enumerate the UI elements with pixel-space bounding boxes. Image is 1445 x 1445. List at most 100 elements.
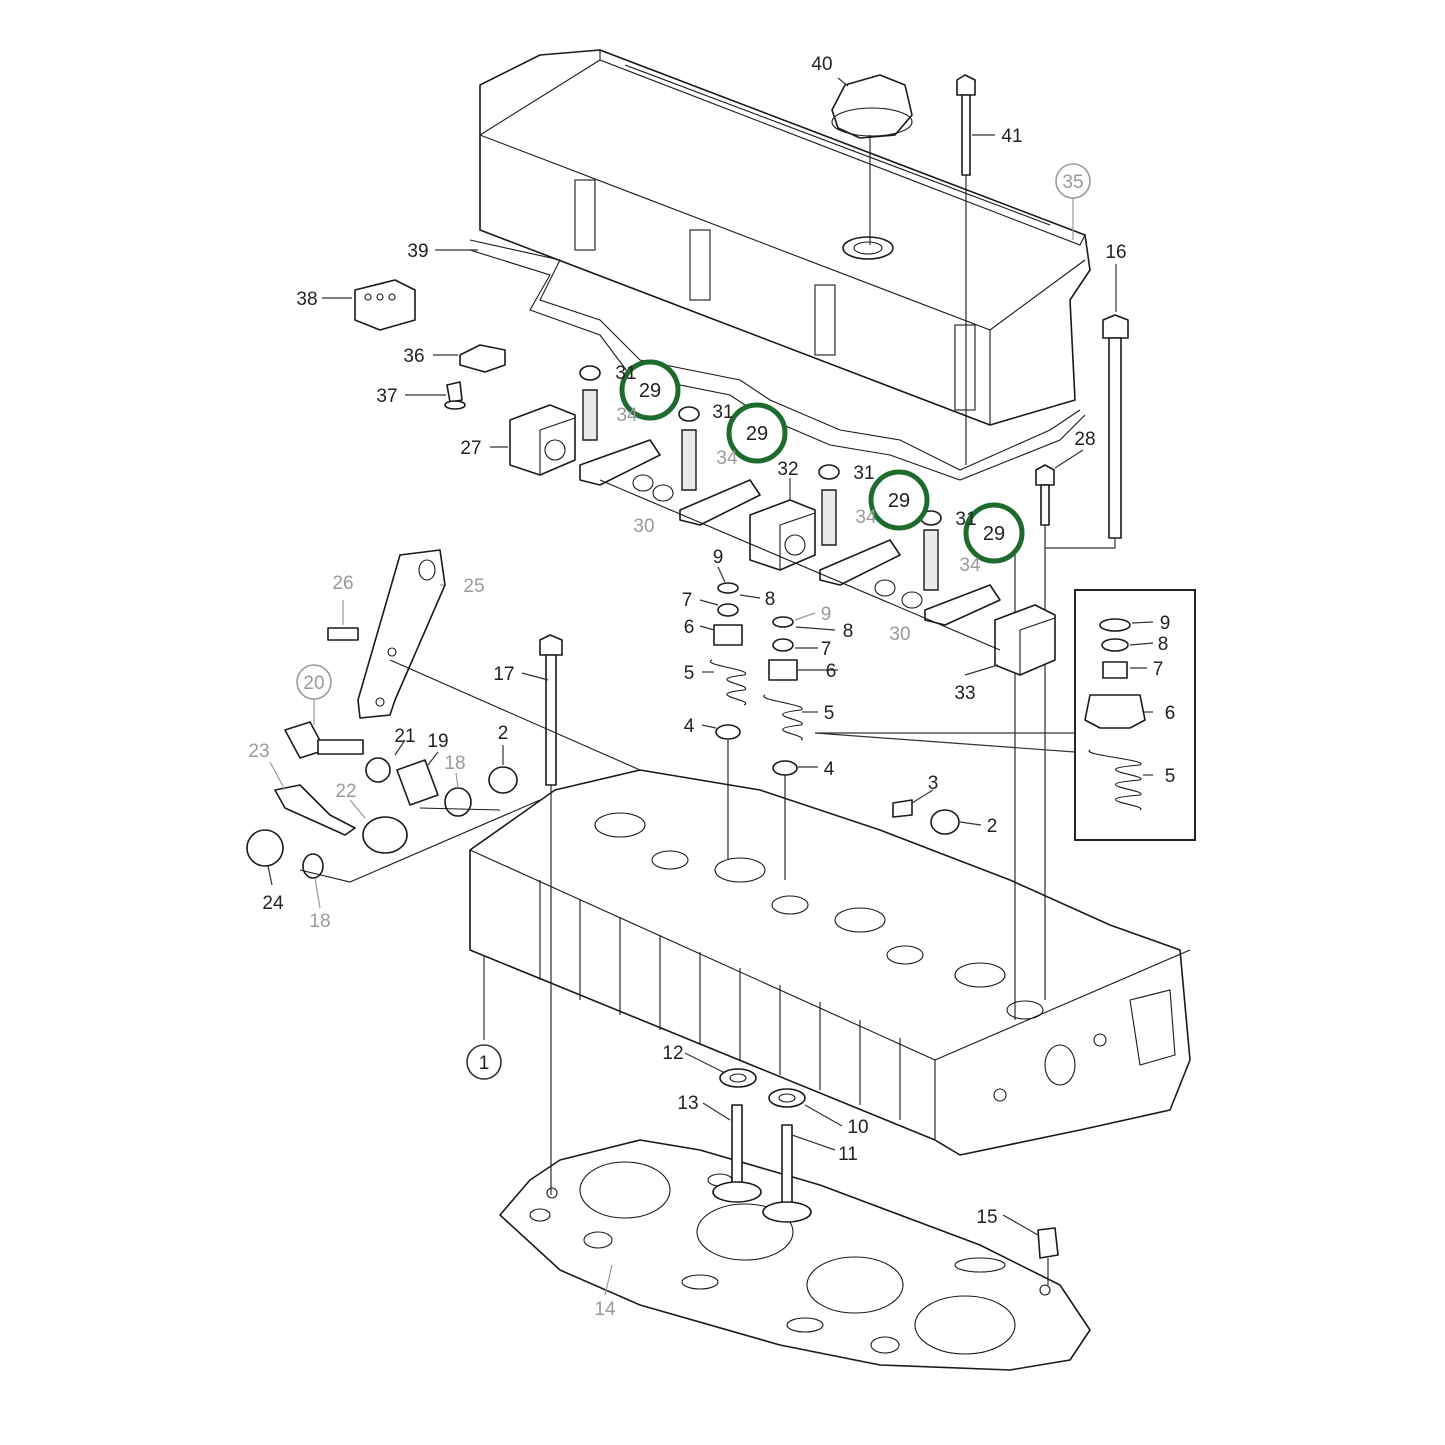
callout-25: 25: [463, 576, 484, 597]
callout-number: 38: [296, 289, 317, 310]
callout-14: 14: [594, 1299, 616, 1320]
callout-30: 30: [633, 516, 654, 537]
callout-6: 6: [1165, 703, 1176, 724]
callout-number: 8: [843, 621, 854, 642]
callout-number: 33: [954, 683, 975, 704]
callout-number: 8: [765, 589, 776, 610]
callout-number: 21: [394, 726, 415, 747]
callout-number: 26: [332, 573, 353, 594]
callout-2: 2: [498, 723, 509, 744]
callout-24: 24: [262, 893, 284, 914]
callout-6: 6: [684, 617, 695, 638]
valve-springs: [709, 582, 803, 880]
callout-number: 18: [444, 753, 465, 774]
callout-15: 15: [976, 1207, 997, 1228]
callout-number: 9: [1160, 613, 1171, 634]
small-parts: [354, 279, 1059, 1285]
callout-number: 29: [983, 523, 1005, 545]
spring-detail-inset: [814, 589, 1196, 841]
callout-18: 18: [444, 753, 465, 774]
oil-filler-cap: [831, 74, 913, 245]
callout-28: 28: [1074, 429, 1095, 450]
callout-number: 3: [928, 773, 939, 794]
callout-number: 31: [615, 363, 636, 384]
callout-number: 7: [682, 590, 693, 611]
callout-32: 32: [777, 459, 798, 480]
callout-number: 27: [460, 438, 481, 459]
callout-number: 17: [493, 664, 514, 685]
lifting-bracket-and-fittings: [246, 549, 641, 883]
callout-number: 32: [777, 459, 798, 480]
cylinder-head: [469, 769, 1191, 1156]
callout-7: 7: [1153, 659, 1164, 680]
callout-5: 5: [1165, 766, 1176, 787]
highlight-ring: [868, 469, 930, 531]
callout-29: 29: [726, 402, 788, 464]
callout-9: 9: [821, 604, 832, 625]
callout-number: 5: [1165, 766, 1176, 787]
callout-2: 2: [987, 816, 998, 837]
callout-34: 34: [716, 448, 738, 469]
callout-5: 5: [684, 663, 695, 684]
callout-9: 9: [1160, 613, 1171, 634]
callout-number: 28: [1074, 429, 1095, 450]
callout-31: 31: [955, 509, 976, 530]
head-gasket: [499, 1139, 1091, 1371]
callout-7: 7: [682, 590, 693, 611]
callout-34: 34: [616, 405, 638, 426]
callout-29: 29: [619, 359, 681, 421]
callout-number: 1: [479, 1053, 490, 1074]
callout-1: 1: [466, 1044, 502, 1080]
callout-number: 31: [712, 402, 733, 423]
callout-number: 8: [1158, 634, 1169, 655]
callout-26: 26: [332, 573, 353, 594]
callout-number: 5: [684, 663, 695, 684]
callout-number: 14: [594, 1299, 616, 1320]
callout-number: 39: [407, 241, 428, 262]
callout-8: 8: [765, 589, 776, 610]
callout-8: 8: [1158, 634, 1169, 655]
callout-number: 6: [684, 617, 695, 638]
callout-23: 23: [248, 741, 269, 762]
callout-number: 23: [248, 741, 269, 762]
callout-circle: [296, 664, 332, 700]
callout-38: 38: [296, 289, 317, 310]
callout-29: 29: [963, 502, 1025, 564]
callout-number: 5: [824, 703, 835, 724]
callout-11: 11: [838, 1144, 858, 1165]
callout-16: 16: [1105, 242, 1126, 263]
callout-number: 2: [987, 816, 998, 837]
callout-circle: [1055, 163, 1091, 199]
callout-number: 37: [376, 386, 397, 407]
callout-number: 41: [1001, 126, 1022, 147]
callout-3: 3: [928, 773, 939, 794]
callout-31: 31: [853, 463, 874, 484]
bolts: [539, 74, 1129, 1195]
callout-34: 34: [855, 507, 877, 528]
callout-number: 2: [498, 723, 509, 744]
callout-12: 12: [662, 1043, 683, 1064]
callout-31: 31: [615, 363, 636, 384]
callout-39: 39: [407, 241, 428, 262]
callout-number: 25: [463, 576, 484, 597]
callout-10: 10: [847, 1117, 868, 1138]
callout-number: 15: [976, 1207, 997, 1228]
callout-number: 31: [955, 509, 976, 530]
callout-6: 6: [826, 661, 837, 682]
callout-37: 37: [376, 386, 397, 407]
callout-number: 29: [639, 380, 661, 402]
callout-number: 34: [716, 448, 738, 469]
callout-number: 9: [821, 604, 832, 625]
callout-29: 29: [868, 469, 930, 531]
callout-17: 17: [493, 664, 514, 685]
callout-number: 34: [959, 555, 981, 576]
callout-number: 35: [1062, 172, 1083, 193]
callout-number: 7: [1153, 659, 1164, 680]
callout-number: 4: [684, 716, 695, 737]
callout-40: 40: [811, 54, 832, 75]
callout-number: 4: [824, 759, 835, 780]
callout-number: 29: [746, 423, 768, 445]
callout-41: 41: [1001, 126, 1022, 147]
